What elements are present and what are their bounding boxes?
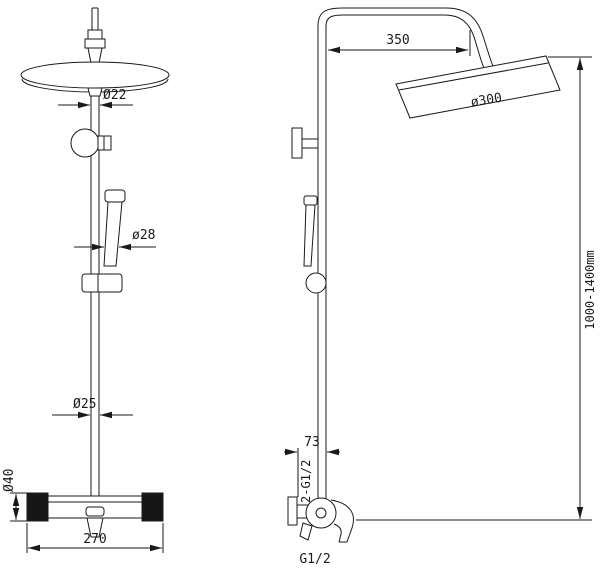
dim-wall-offset-label: 73 [304,435,320,450]
front-view: Ø22 ø28 Ø25 [2,7,170,553]
side-view: 350 ø300 1000-1400mm [284,7,597,567]
hand-shower-side [303,195,327,294]
dim-pipe-top: Ø22 [58,88,133,109]
dim-mixer-height: Ø40 [2,469,27,522]
hand-shower-holder-side [305,272,327,294]
rain-shower-head-front [20,61,170,97]
dim-outlet-thread-label: G1/2 [299,552,330,567]
mixer-spout-side [330,499,354,543]
dim-mixer-width-label: 270 [83,532,106,547]
dim-hand-shower: ø28 [74,228,156,251]
dim-wall-offset: 73 [284,435,340,497]
rain-shower-head-side: ø300 [395,55,561,119]
dim-arm-length: 350 [328,30,471,56]
dim-hand-shower-label: ø28 [132,228,155,243]
dim-connections-label: 2-G1/2 [299,460,313,503]
dim-pipe-lower-label: Ø25 [73,397,96,412]
dim-height-range-label: 1000-1400mm [583,250,597,329]
dim-mixer-height-label: Ø40 [2,469,17,492]
mixer-valve-front [26,492,164,538]
mixer-valve-side [287,496,354,543]
dim-head-diameter-label: ø300 [470,91,503,111]
hand-shower-holder-front [81,273,123,293]
dim-pipe-top-label: Ø22 [103,88,126,103]
dim-height-range: 1000-1400mm [356,56,597,521]
dim-mixer-width: 270 [26,523,164,553]
hand-shower-front [103,189,126,267]
dim-pipe-lower: Ø25 [52,397,133,419]
mixer-spout-front [86,517,104,538]
mixer-wall-flange [287,496,298,526]
mixer-left-handle [26,492,49,522]
mixer-body-side [305,497,337,529]
front-top-pipe [84,7,106,64]
wall-bracket-side [291,127,319,159]
wall-bracket-front [70,128,112,158]
mixer-handle-side [299,522,313,541]
dim-arm-length-label: 350 [386,33,409,48]
riser-pipe-front [90,96,100,496]
mixer-right-handle [141,492,164,522]
